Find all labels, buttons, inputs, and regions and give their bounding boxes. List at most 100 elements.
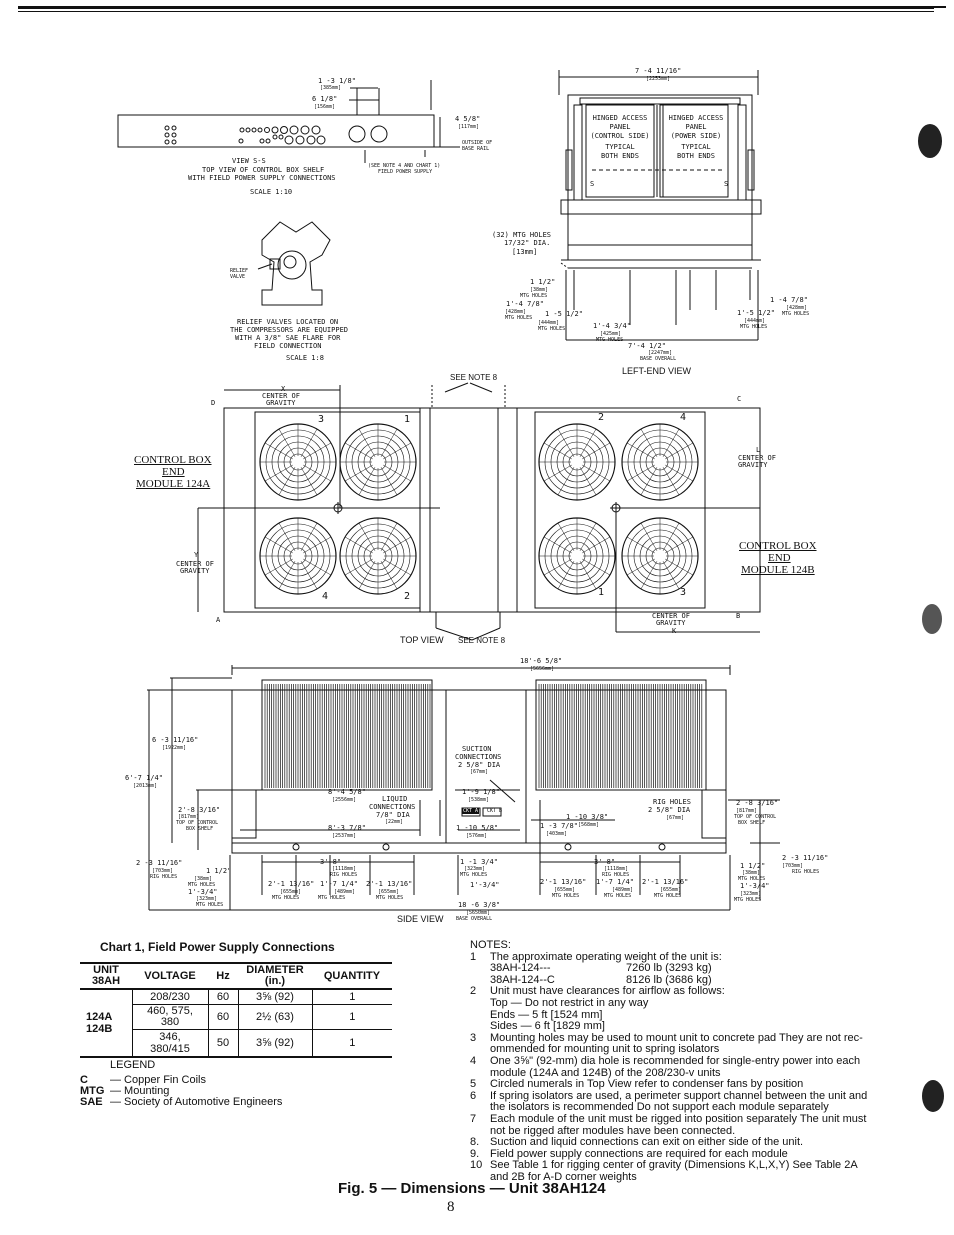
note-8: 8.Suction and liquid connections can exi… bbox=[470, 1136, 870, 1149]
panel-right-5: BOTH ENDS bbox=[677, 152, 715, 160]
cell-voltage: 208/230 bbox=[131, 989, 208, 1005]
sv-2-1-13-a-mm: [655mm] bbox=[280, 889, 302, 895]
condenser-fan-icon bbox=[259, 517, 337, 595]
sv-base: 18 -6 3/8" bbox=[458, 901, 501, 909]
sv-1118: [1118mm] bbox=[332, 866, 357, 872]
sv-r-h3: 2 -8 3/16" bbox=[736, 799, 779, 807]
fan-num-b3: 1 bbox=[598, 587, 605, 598]
note-9: 9.Field power supply connections are req… bbox=[470, 1148, 870, 1161]
fan-num-a1: 3 bbox=[318, 414, 325, 425]
k-cog-1: CENTER OF bbox=[652, 612, 690, 620]
sv-base-mm: [5650mm] bbox=[466, 910, 491, 916]
legend-item: C — Copper Fin Coils bbox=[80, 1075, 282, 1086]
sv-1-7-a: 1'-7 1/4" bbox=[320, 880, 358, 888]
sv-2-1-13-d-mm: [655mm] bbox=[660, 887, 682, 893]
sv-8-4-mm: [2556mm] bbox=[332, 797, 357, 803]
k-label: K bbox=[672, 627, 677, 635]
sv-1-10-38-mm: [568mm] bbox=[578, 822, 600, 828]
note-1: 1 The approximate operating weight of th… bbox=[470, 951, 870, 987]
legend-abbr: MTG bbox=[80, 1085, 105, 1097]
note-8-text: Suction and liquid connections can exit … bbox=[490, 1136, 804, 1149]
dim-4-58: 4 5/8" bbox=[455, 115, 481, 123]
note-2a: Top — Do not restrict in any way bbox=[490, 996, 649, 1009]
cell-voltage: 460, 575, 380 bbox=[131, 1004, 208, 1030]
relief-scale: SCALE 1:8 bbox=[286, 354, 324, 362]
condenser-fan-icon bbox=[621, 423, 699, 501]
table-row: 124A 124B 208/230 60 3⅝ (92) 1 bbox=[80, 989, 392, 1058]
fan-num-a2: 1 bbox=[404, 414, 411, 425]
sv-overall: 18'-6 5/8" bbox=[520, 657, 563, 665]
cell-diameter: 3⅝ (92) bbox=[237, 1029, 312, 1058]
cell-diameter: 2½ (63) bbox=[237, 1004, 312, 1030]
sv-r-1-12: 1 1/2" bbox=[740, 862, 766, 870]
liquid-1: LIQUID bbox=[382, 795, 408, 803]
scan-mark bbox=[922, 604, 942, 634]
sv-r-1-3-34: 1'-3/4" bbox=[740, 882, 770, 890]
sv-h1-mm: [1922mm] bbox=[162, 745, 187, 751]
condenser-fan-icon bbox=[621, 517, 699, 595]
module-a-2: END bbox=[162, 466, 185, 478]
sv-3-8-b: 3'-8" bbox=[594, 858, 616, 866]
relief-caption-3: WITH A 3/8" SAE FLARE FOR bbox=[235, 334, 341, 342]
dim-1-3-18-mm: [385mm] bbox=[320, 85, 342, 91]
le-dim-2-mm: [428mm] bbox=[505, 309, 527, 315]
chart-title: Chart 1, Field Power Supply Connections bbox=[100, 940, 335, 954]
cell-hz: 60 bbox=[207, 1004, 238, 1030]
fan-grid-124b bbox=[538, 423, 699, 595]
sv-2-1-13-b-mm: [655mm] bbox=[378, 889, 400, 895]
sv-3-8-a: 3'-8" bbox=[320, 858, 342, 866]
mtg-holes-2: 17/32" DIA. bbox=[504, 239, 551, 247]
sv-l-1-3-34: 1'-3/4" bbox=[188, 888, 218, 896]
note-3-text: Mounting holes may be used to mount unit… bbox=[490, 1031, 863, 1056]
page-number: 8 bbox=[447, 1199, 455, 1215]
sv-2-1-13-c: 2'-1 13/16" bbox=[540, 878, 587, 886]
note-2b: Ends — 5 ft [1524 mm] bbox=[490, 1008, 603, 1021]
sv-1-10-38: 1 -10 3/8" bbox=[566, 813, 609, 821]
rig-3: [67mm] bbox=[666, 815, 685, 821]
sv-1-34: 1 -1 3/4" bbox=[460, 858, 498, 866]
sv-rig-a: RIG HOLES bbox=[330, 872, 358, 878]
sv-mtg-b2: MTG HOLES bbox=[604, 893, 632, 899]
suction-1: SUCTION bbox=[462, 745, 492, 753]
table-row: 346, 380/415 50 3⅝ (92) 1 bbox=[80, 1029, 392, 1058]
header-rule bbox=[18, 6, 934, 9]
module-b-2: END bbox=[768, 552, 791, 564]
k-cog-2: GRAVITY bbox=[656, 619, 686, 627]
panel-right-1: HINGED ACCESS bbox=[668, 114, 724, 122]
legend-text: — Society of Automotive Engineers bbox=[110, 1096, 283, 1108]
weight-row: 38AH-124---7260 lb (3293 kg) bbox=[490, 963, 722, 975]
le-dim-6-mm: [444mm] bbox=[744, 318, 766, 324]
sv-8-3: 8'-3 7/8" bbox=[328, 824, 366, 832]
x-label: X bbox=[281, 385, 286, 393]
sv-h2-mm: [2013mm] bbox=[133, 783, 158, 789]
sv-r-1-3-34-mm: [323mm] bbox=[740, 891, 762, 897]
le-base: 7'-4 1/2" bbox=[628, 342, 666, 350]
sv-h3-note-2: BOX SHELF bbox=[186, 826, 214, 832]
le-dim-2: 1'-4 7/8" bbox=[506, 300, 544, 308]
dim-6-18: 6 1/8" bbox=[312, 95, 338, 103]
sv-1-34-mm: [323mm] bbox=[464, 866, 486, 872]
cell-quantity: 1 bbox=[311, 1004, 392, 1030]
view-ss-drawing bbox=[117, 80, 460, 163]
side-view-drawing bbox=[147, 665, 780, 911]
dim-6-18-mm: [156mm] bbox=[314, 104, 336, 110]
relief-caption-1: RELIEF VALVES LOCATED ON bbox=[237, 318, 339, 326]
panel-left-5: BOTH ENDS bbox=[601, 152, 639, 160]
le-dim-1-note: MTG HOLES bbox=[520, 293, 548, 299]
mtg-holes-3: [13mm] bbox=[512, 248, 538, 256]
le-dim-6-note: MTG HOLES bbox=[740, 324, 768, 330]
sv-1-3-78-mm: [403mm] bbox=[546, 831, 568, 837]
le-dim-5-mm: [428mm] bbox=[786, 305, 808, 311]
table-row: 460, 575, 380 60 2½ (63) 1 bbox=[80, 1004, 392, 1030]
legend-text: — Mounting bbox=[110, 1085, 170, 1097]
note-10-text: See Table 1 for rigging center of gravit… bbox=[490, 1159, 858, 1183]
legend-item: SAE — Society of Automotive Engineers bbox=[80, 1097, 282, 1108]
liquid-2: CONNECTIONS bbox=[369, 803, 416, 811]
section-s-left: S bbox=[590, 180, 595, 188]
sv-r-h3-note-1: TOP OF CONTROL bbox=[734, 814, 777, 820]
